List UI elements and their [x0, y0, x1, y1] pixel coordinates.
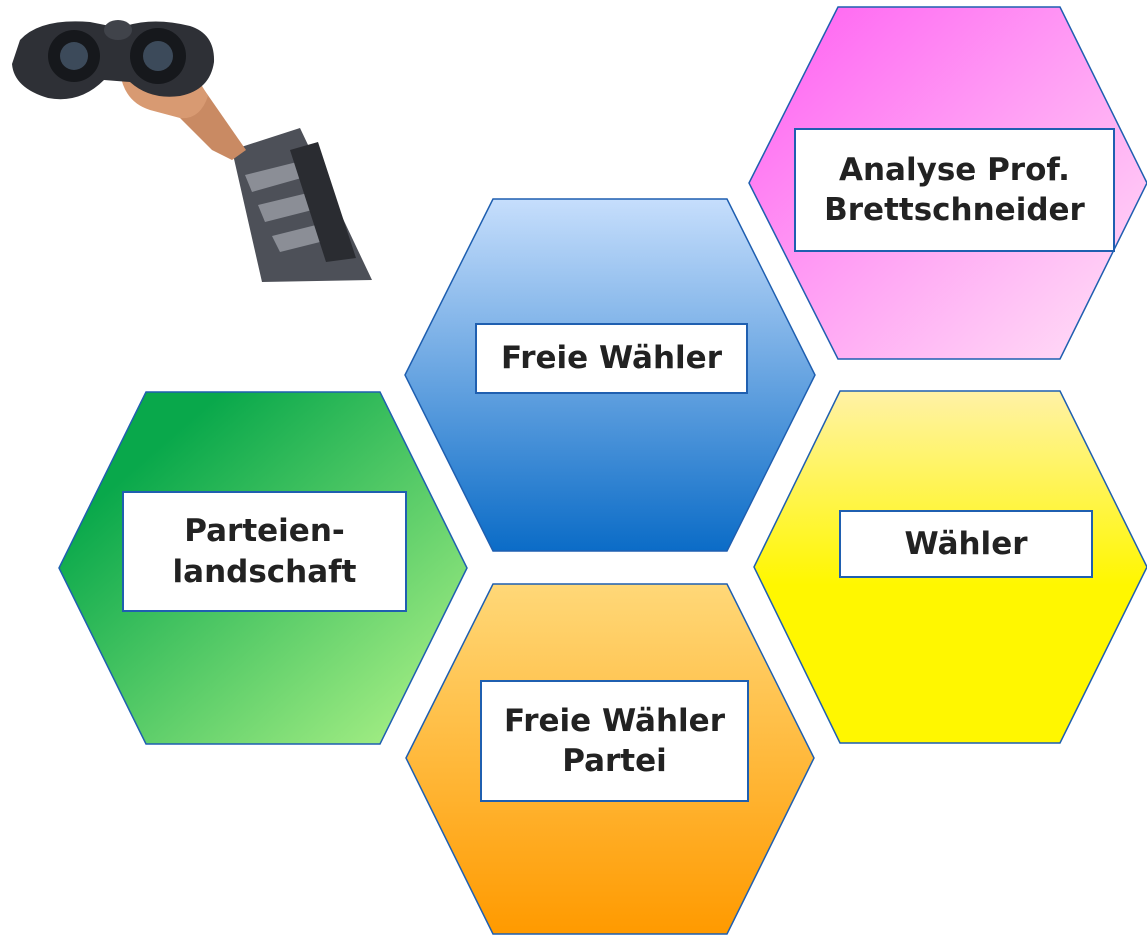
- label-freie-waehler-partei: Freie Wähler Partei: [480, 680, 749, 802]
- sleeve-dark-band: [290, 142, 356, 262]
- label-parteienlandschaft: Parteien- landschaft: [122, 491, 407, 612]
- left-lens-glass: [60, 42, 88, 70]
- right-lens-glass: [143, 41, 173, 71]
- label-freie-waehler: Freie Wähler: [475, 323, 748, 394]
- label-waehler: Wähler: [839, 510, 1093, 578]
- focus-wheel: [104, 20, 132, 40]
- label-analyse: Analyse Prof. Brettschneider: [794, 128, 1115, 252]
- binoculars-photo: [12, 20, 372, 282]
